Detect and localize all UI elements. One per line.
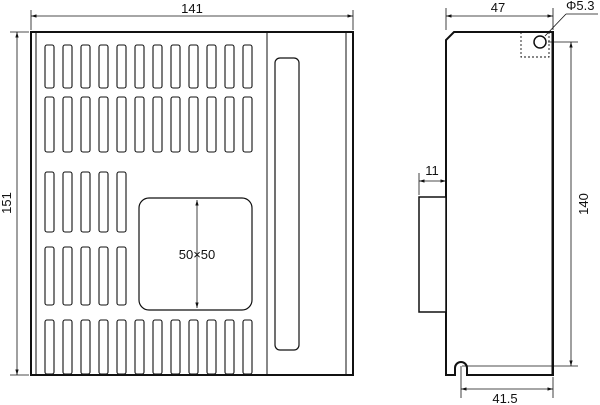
vent-slot	[224, 44, 235, 89]
vent-slot	[62, 44, 73, 89]
vent-slot	[44, 319, 55, 375]
vent-slot	[80, 319, 91, 375]
dim-cutout: 50×50	[179, 200, 216, 308]
vent-slot	[224, 319, 235, 375]
vent-slot	[134, 96, 145, 153]
vent-slot	[98, 96, 109, 153]
dim-label-slot-spacing: 41.5	[492, 391, 517, 405]
vent-slot	[116, 246, 127, 306]
vent-slot	[170, 44, 181, 89]
vent-slot	[98, 319, 109, 375]
dim-slot-spacing: 41.5	[460, 366, 554, 405]
vent-slot	[206, 44, 217, 89]
vent-slot	[98, 171, 109, 233]
dim-front-width: 141	[30, 1, 354, 30]
vent-slot	[224, 96, 235, 153]
side-view	[418, 31, 554, 376]
mount-hole-region	[520, 31, 550, 58]
vent-slot	[44, 171, 55, 233]
vent-slot	[188, 319, 199, 375]
vent-slot	[242, 319, 253, 375]
vent-slot	[44, 44, 55, 89]
dim-label-hole: Φ5.3	[566, 0, 594, 13]
dim-front-height: 151	[0, 31, 29, 376]
vent-slot	[170, 96, 181, 153]
vent-slot	[44, 246, 55, 306]
vent-slot	[152, 44, 163, 89]
side-mount-bracket	[418, 196, 447, 313]
vent-slot	[134, 44, 145, 89]
vent-slot	[62, 246, 73, 306]
front-view	[30, 31, 354, 376]
vent-slot	[98, 44, 109, 89]
vent-slot	[116, 96, 127, 153]
dim-hole: Φ5.3	[544, 0, 598, 37]
vent-slot	[98, 246, 109, 306]
mount-hole	[533, 35, 547, 49]
dim-label-side-width: 47	[491, 0, 505, 15]
side-outline	[445, 31, 554, 376]
vent-slot	[188, 96, 199, 153]
vent-slot	[80, 44, 91, 89]
dim-label-side-height: 140	[576, 193, 591, 215]
status-window	[274, 57, 300, 351]
vent-slot	[116, 44, 127, 89]
dim-side-step: 11	[418, 163, 447, 195]
vent-slot	[80, 171, 91, 233]
vent-slot	[206, 96, 217, 153]
vent-slot	[80, 96, 91, 153]
vent-slot	[62, 319, 73, 375]
dim-label-front-height: 151	[0, 192, 14, 214]
vent-slot	[80, 246, 91, 306]
dim-label-front-width: 141	[181, 1, 203, 16]
vent-slot	[152, 96, 163, 153]
vent-slot-grid	[44, 44, 253, 375]
vent-slot	[242, 44, 253, 89]
vent-slot	[170, 319, 181, 375]
vent-slot	[134, 319, 145, 375]
vent-slot	[152, 319, 163, 375]
dim-label-side-step: 11	[425, 163, 439, 178]
vent-slot	[116, 171, 127, 233]
vent-slot	[242, 96, 253, 153]
vent-slot	[188, 44, 199, 89]
dim-label-cutout: 50×50	[179, 247, 216, 262]
vent-slot	[44, 96, 55, 153]
dim-side-width: 47	[445, 0, 554, 30]
dim-side-height: 140	[462, 41, 591, 367]
vent-slot	[62, 96, 73, 153]
vent-slot	[116, 319, 127, 375]
vent-slot	[62, 171, 73, 233]
vent-slot	[206, 319, 217, 375]
